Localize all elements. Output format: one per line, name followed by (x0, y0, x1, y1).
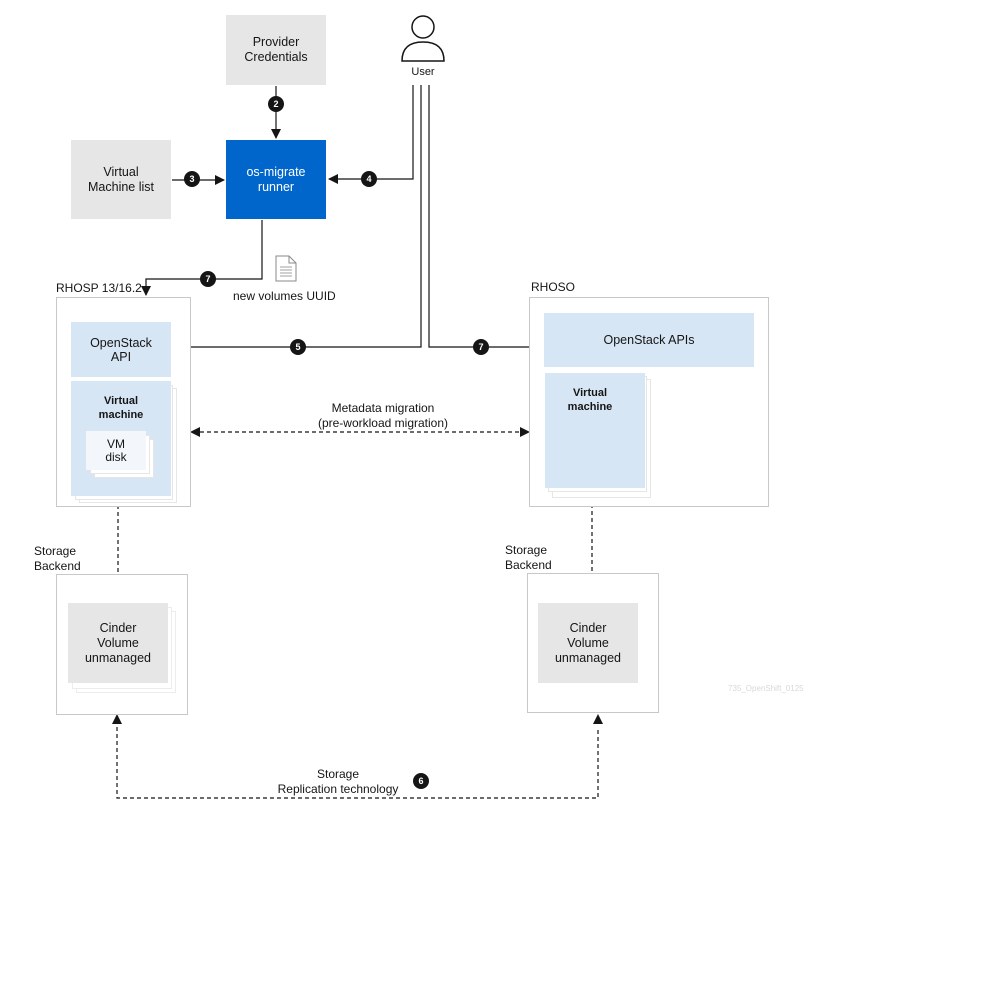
step-4-badge: 4 (361, 171, 377, 187)
step-2-badge: 2 (268, 96, 284, 112)
os-migrate-runner-box: os-migrate runner (226, 140, 326, 219)
source-storage-backend-label: Storage Backend (34, 544, 81, 573)
source-virtual-machine-label: Virtual machine (98, 395, 144, 421)
diagram-id-watermark: 735_OpenShift_0125 (728, 684, 804, 693)
arrow-user-to-source-api (173, 85, 422, 352)
step-6-badge: 6 (413, 773, 429, 789)
storage-replication-label: Storage Replication technology (277, 767, 399, 796)
metadata-migration-label: Metadata migration (pre-workload migrati… (317, 401, 449, 430)
step-7-badge-destination: 7 (473, 339, 489, 355)
destination-cloud-title: RHOSO (531, 280, 576, 294)
arrow-user-to-runner (328, 85, 414, 184)
line-replication (116, 727, 599, 799)
virtual-machine-list-box: Virtual Machine list (71, 140, 171, 219)
destination-openstack-apis-box: OpenStack APIs (544, 313, 754, 367)
source-cinder-volume-box: Cinder Volume unmanaged (68, 603, 168, 683)
user-icon (400, 14, 446, 62)
destination-virtual-machine-box (545, 373, 645, 488)
step-5-badge: 5 (290, 339, 306, 355)
step-7-badge: 7 (200, 271, 216, 287)
destination-virtual-machine-label: Virtual machine (567, 387, 613, 413)
new-volumes-uuid-label: new volumes UUID (233, 289, 336, 303)
destination-storage-backend-label: Storage Backend (505, 543, 552, 572)
document-icon (275, 255, 297, 282)
arrow-user-to-dest-api (428, 85, 543, 352)
source-cloud-title: RHOSP 13/16.2 (56, 281, 142, 295)
provider-credentials-box: Provider Credentials (226, 15, 326, 85)
destination-cinder-volume-box: Cinder Volume unmanaged (538, 603, 638, 683)
user-label: User (411, 66, 435, 78)
vm-disk-box: VM disk (86, 431, 146, 470)
step-3-badge: 3 (184, 171, 200, 187)
source-openstack-api-box: OpenStack API (71, 322, 171, 377)
